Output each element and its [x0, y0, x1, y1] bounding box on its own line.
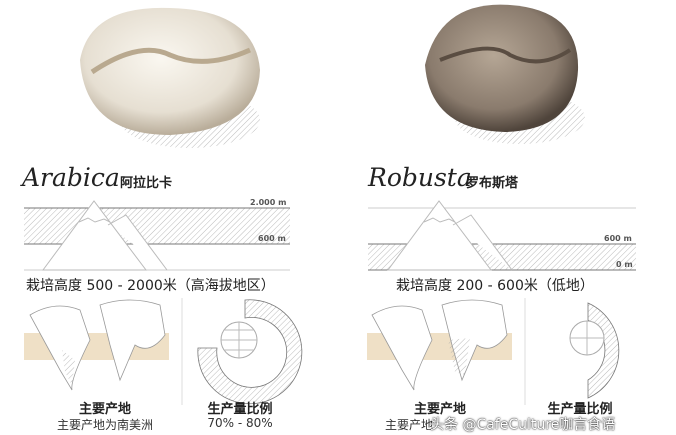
arabica-range: 栽培高度 500 - 2000米（高海拔地区）: [26, 278, 275, 294]
arabica-altitude-chart: [24, 200, 290, 271]
arabica-share-label: 生产量比例: [207, 402, 273, 417]
robusta-altitude-chart: [368, 200, 636, 271]
arabica-share-globe: [197, 299, 303, 405]
arabica-share-value: 70% - 80%: [207, 416, 273, 430]
arabica-origin-value: 主要产地为南美洲: [56, 418, 153, 432]
arabica-world-map: [24, 299, 169, 391]
robusta-world-map: [367, 299, 512, 391]
arabica-alt-low: 600 m: [258, 234, 286, 243]
robusta-origin-label: 主要产地: [413, 402, 466, 417]
robusta-share-label: 生产量比例: [547, 402, 613, 417]
arabica-origin-label: 主要产地: [78, 402, 131, 417]
robusta-share-globe: [569, 302, 620, 399]
watermark: 头条 @CafeCulture咖言食语: [430, 417, 616, 433]
robusta-range: 栽培高度 200 - 600米（低地）: [396, 278, 594, 294]
arabica-bean-image: [80, 7, 260, 148]
robusta-title: Robusta: [368, 163, 472, 192]
robusta-origin-value: 主要产地: [385, 418, 434, 432]
robusta-alt-low: 0 m: [616, 260, 633, 269]
robusta-title-cn: 罗布斯塔: [466, 176, 519, 191]
robusta-bean-image: [425, 4, 585, 144]
arabica-title-cn: 阿拉比卡: [120, 176, 173, 191]
arabica-title: Arabica: [22, 163, 120, 192]
arabica-alt-high: 2.000 m: [250, 198, 287, 207]
robusta-alt-high: 600 m: [604, 234, 632, 243]
